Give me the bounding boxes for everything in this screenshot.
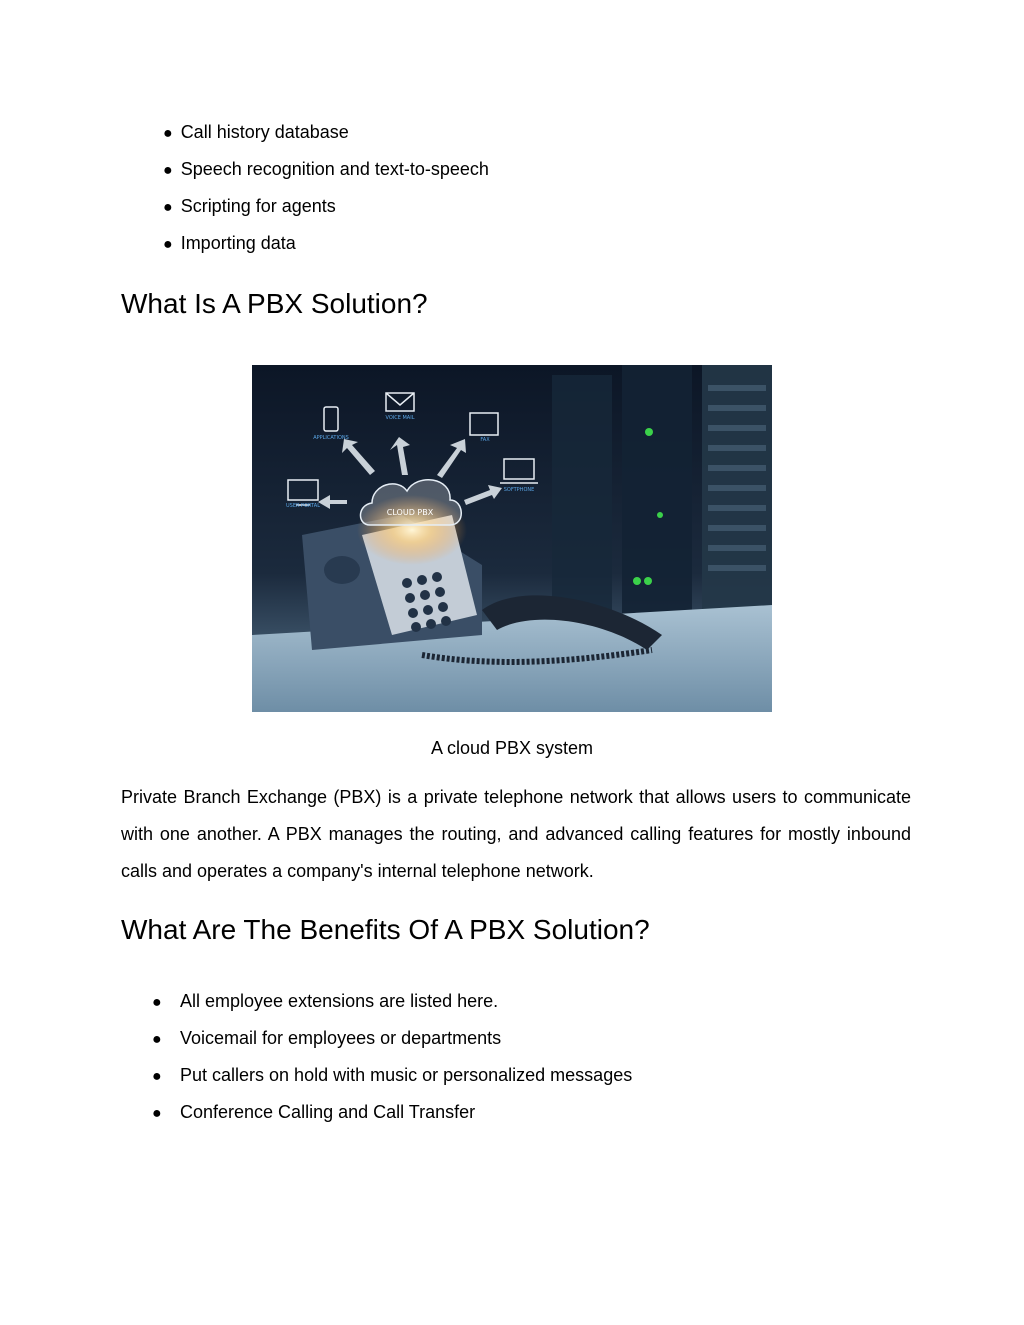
bullet-icon: ● — [152, 1105, 162, 1122]
section-heading-pbx: What Is A PBX Solution? — [121, 288, 428, 319]
svg-text:VOICE MAIL: VOICE MAIL — [386, 415, 415, 421]
monitor-icon — [287, 479, 319, 501]
figure-caption: A cloud PBX system — [430, 738, 594, 758]
svg-text:USER PORTAL: USER PORTAL — [286, 503, 320, 509]
bullet-icon: ● — [152, 994, 162, 1011]
cloud-label: CLOUD PBX — [387, 508, 434, 517]
bullet-icon: ● — [163, 199, 173, 216]
list-item: ●Put callers on hold with music or perso… — [152, 1060, 632, 1092]
body-paragraph: Private Branch Exchange (PBX) is a priva… — [121, 779, 911, 890]
cloud-pbx-image: CLOUD PBX APPLICATIONS — [252, 365, 772, 712]
list-item: ●Voicemail for employees or departments — [152, 1023, 501, 1055]
list-item: ● Scripting for agents — [163, 191, 336, 223]
svg-text:FAX: FAX — [480, 437, 490, 443]
envelope-icon — [385, 392, 415, 412]
paragraph-line: calls and operates a company's internal … — [121, 861, 594, 881]
bullet-icon: ● — [163, 125, 173, 142]
bullet-icon: ● — [163, 162, 173, 179]
fax-icon — [469, 412, 499, 436]
list-item: ●All employee extensions are listed here… — [152, 986, 498, 1018]
section-heading-benefits: What Are The Benefits Of A PBX Solution? — [121, 914, 650, 945]
svg-text:SOFTPHONE: SOFTPHONE — [504, 487, 535, 493]
svg-text:APPLICATIONS: APPLICATIONS — [313, 435, 349, 441]
smartphone-icon — [323, 406, 339, 432]
list-item: ● Speech recognition and text-to-speech — [163, 154, 489, 186]
paragraph-line: with one another. A PBX manages the rout… — [121, 824, 911, 844]
bullet-icon: ● — [163, 236, 173, 253]
list-item: ● Importing data — [163, 228, 296, 260]
bullet-icon: ● — [152, 1068, 162, 1085]
bullet-icon: ● — [152, 1031, 162, 1048]
list-item: ● Call history database — [163, 117, 349, 149]
laptop-icon — [503, 458, 535, 480]
paragraph-line: Private Branch Exchange (PBX) is a priva… — [121, 787, 911, 807]
list-item: ●Conference Calling and Call Transfer — [152, 1097, 475, 1129]
